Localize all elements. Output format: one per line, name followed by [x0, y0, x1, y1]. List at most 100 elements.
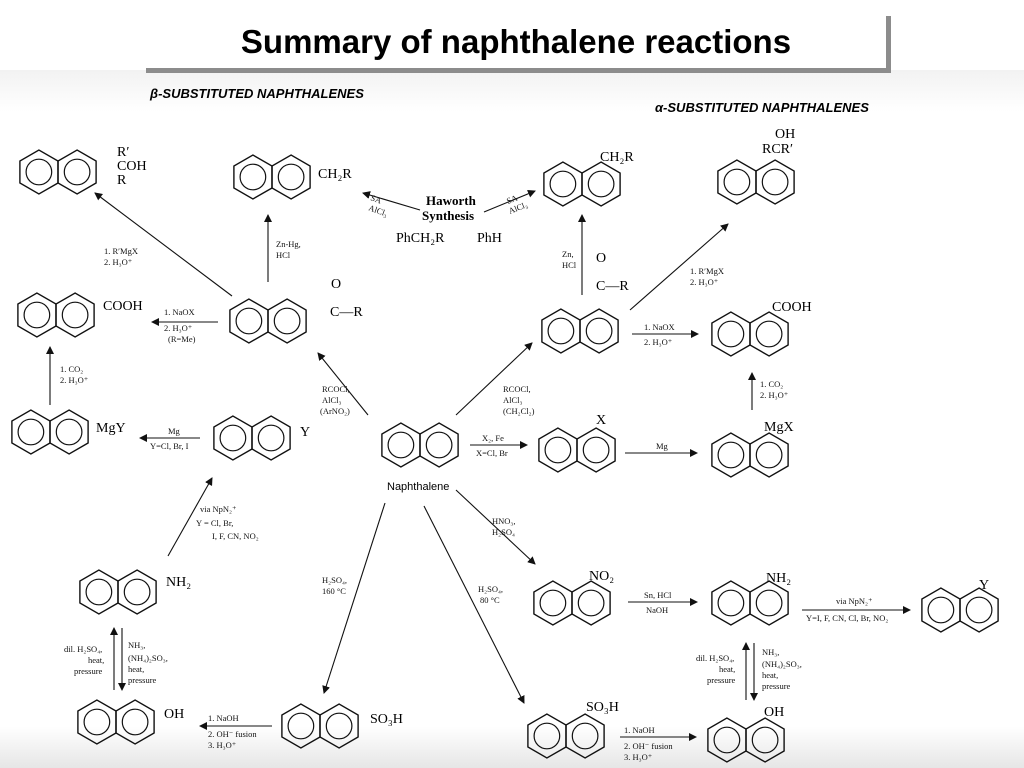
mol-a-carbinol-aromatic-circle-1 [723, 168, 751, 196]
mol-a-ch2r-aromatic-circle-1 [549, 170, 577, 198]
mol-a-x-ring-2 [576, 427, 616, 473]
arrow-haworth-left [362, 191, 421, 211]
mol-b-oh-aromatic-circle-1 [83, 708, 111, 736]
cond-a-dil-1: dil. H₂SO₄, [696, 653, 734, 663]
b-carbinol-coh: COH [117, 159, 147, 174]
cond-a-grignard-2: 2. H₃O⁺ [690, 277, 719, 287]
mol-a-cooh-aromatic-circle-1 [717, 320, 745, 348]
b-y-label: Y [300, 425, 310, 440]
mol-b-carbinol-aromatic-circle-2 [63, 158, 91, 186]
mol-b-cooh-aromatic-circle-1 [23, 301, 51, 329]
cond-b-znhg-2: HCl [276, 250, 291, 260]
mol-a-nh2-ring-2 [749, 580, 789, 626]
cond-b-h2so4-1: H₂SO₄, [322, 575, 347, 585]
cond-b-co2-1: 1. CO₂ [60, 364, 83, 374]
mol-a-x-aromatic-circle-1 [544, 436, 572, 464]
sa-right-label: SA [505, 192, 520, 206]
a-ketone-cr: C—R [596, 279, 629, 294]
mol-b-ch2r-ring-2 [271, 154, 311, 200]
mol-a-mgx-aromatic-circle-1 [717, 441, 745, 469]
mol-b-oh-aromatic-circle-2 [121, 708, 149, 736]
cond-b-naox-1: 1. NaOX [164, 307, 195, 317]
mol-b-carbinol-aromatic-circle-1 [25, 158, 53, 186]
mol-a-y-ring-2 [959, 587, 999, 633]
mol-b-mgy-ring-2 [49, 409, 89, 455]
a-x-label: X [596, 413, 606, 428]
cond-b-diazo-2: Y = Cl, Br, [196, 518, 233, 528]
arrow-a-ketone-to-a-carbinol [629, 223, 729, 311]
cond-a-nh3-4: pressure [762, 681, 791, 691]
mol-a-no2-aromatic-circle-2 [577, 589, 605, 617]
a-no2-label: NO₂ [589, 569, 614, 584]
mol-a-x [538, 427, 616, 473]
cond-a-dil-3: pressure [707, 675, 736, 685]
cond-a-grignard-1: 1. R′MgX [690, 266, 724, 276]
mol-a-nh2 [711, 580, 789, 626]
cond-b-naox-3: (R=Me) [168, 334, 196, 344]
cond-a-nitration-2: H₂SO₄ [492, 527, 515, 537]
mol-b-so3h-aromatic-circle-2 [325, 712, 353, 740]
cond-b-acyl-3: (ArNO₂) [320, 406, 350, 416]
mol-b-so3h-aromatic-circle-1 [287, 712, 315, 740]
mol-b-y [213, 415, 291, 461]
cond-b-fusion-2: 2. OH⁻ fusion [208, 729, 257, 739]
mol-a-mgx-aromatic-circle-2 [755, 441, 783, 469]
mol-a-nh2-aromatic-circle-2 [755, 589, 783, 617]
cond-a-acyl-2: AlCl₃ [503, 395, 523, 405]
mol-b-ketone-aromatic-circle-1 [235, 307, 263, 335]
cond-a-nitration-1: HNO₃, [492, 516, 516, 526]
arrow-napht-to-b-so3h [322, 502, 386, 694]
beta-header: β-SUBSTITUTED NAPHTHALENES [149, 86, 364, 101]
mol-a-oh-ring-2 [745, 717, 785, 763]
arrow-haworth-right [483, 189, 536, 213]
mol-b-carbinol [19, 149, 97, 195]
scanned-page-background [0, 70, 1024, 768]
cond-b-grignard-1: 1. R′MgX [104, 246, 138, 256]
b-mgy-label: MgY [96, 421, 126, 436]
cond-a-halogen-2: X=Cl, Br [476, 448, 508, 458]
mol-a-so3h [527, 713, 605, 759]
substituent-labels: R′ COH R CH₂R COOH O C—R MgY Y NH₂ OH SO… [96, 127, 989, 727]
reaction-conditions: 1. R′MgX 2. H₃O⁺ Zn-Hg, HCl 1. NaOX 2. H… [60, 239, 888, 762]
mol-a-cooh-ring-2 [749, 311, 789, 357]
mol-naphthalene-aromatic-circle-2 [425, 431, 453, 459]
a-ch2r-label: CH₂R [600, 150, 634, 165]
cond-b-nh3-4: pressure [128, 675, 157, 685]
haworth-left-reagent: PhCH₂R [396, 231, 445, 246]
cond-b-dil-1: dil. H₂SO₄, [64, 644, 102, 654]
sa-left-label-2: AlCl₃ [367, 202, 389, 218]
mol-a-y [921, 587, 999, 633]
arrow-napht-to-a-so3h [423, 505, 525, 704]
a-cooh-label: COOH [772, 300, 812, 315]
b-cooh-label: COOH [103, 299, 143, 314]
b-so3h-label: SO₃H [370, 712, 403, 727]
b-ketone-cr: C—R [330, 305, 363, 320]
mol-naphthalene-aromatic-circle-1 [387, 431, 415, 459]
cond-a-zn-1: Zn, [562, 249, 574, 259]
slide-title: Summary of naphthalene reactions [240, 23, 792, 60]
a-so3h-label: SO₃H [586, 700, 619, 715]
mol-b-cooh-aromatic-circle-2 [61, 301, 89, 329]
cond-a-diazo-1: via NpN₂⁺ [836, 596, 873, 606]
mol-b-ketone-ring-2 [267, 298, 307, 344]
mol-a-ketone-aromatic-circle-2 [585, 317, 613, 345]
cond-a-dil-2: heat, [719, 664, 735, 674]
cond-b-fusion-1: 1. NaOH [208, 713, 239, 723]
mol-a-oh [707, 717, 785, 763]
arrow-b-nh2-to-b-y [167, 477, 213, 557]
cond-b-dil-2: heat, [88, 655, 104, 665]
mol-a-so3h-aromatic-circle-2 [571, 722, 599, 750]
mol-b-ketone [229, 298, 307, 344]
mol-b-nh2-ring-2 [117, 569, 157, 615]
cond-a-h2so4-2: 80 °C [480, 595, 500, 605]
cond-a-naox-2: 2. H₃O⁺ [644, 337, 673, 347]
mol-a-ch2r-ring-2 [581, 161, 621, 207]
mol-b-mgy [11, 409, 89, 455]
mol-a-ketone-aromatic-circle-1 [547, 317, 575, 345]
sa-left-label: SA [369, 192, 383, 205]
mol-b-oh-ring-2 [115, 699, 155, 745]
mol-b-so3h [281, 703, 359, 749]
cond-b-diazo-3: I, F, CN, NO₂ [212, 531, 259, 541]
cond-b-diazo-1: via NpN₂⁺ [200, 504, 237, 514]
